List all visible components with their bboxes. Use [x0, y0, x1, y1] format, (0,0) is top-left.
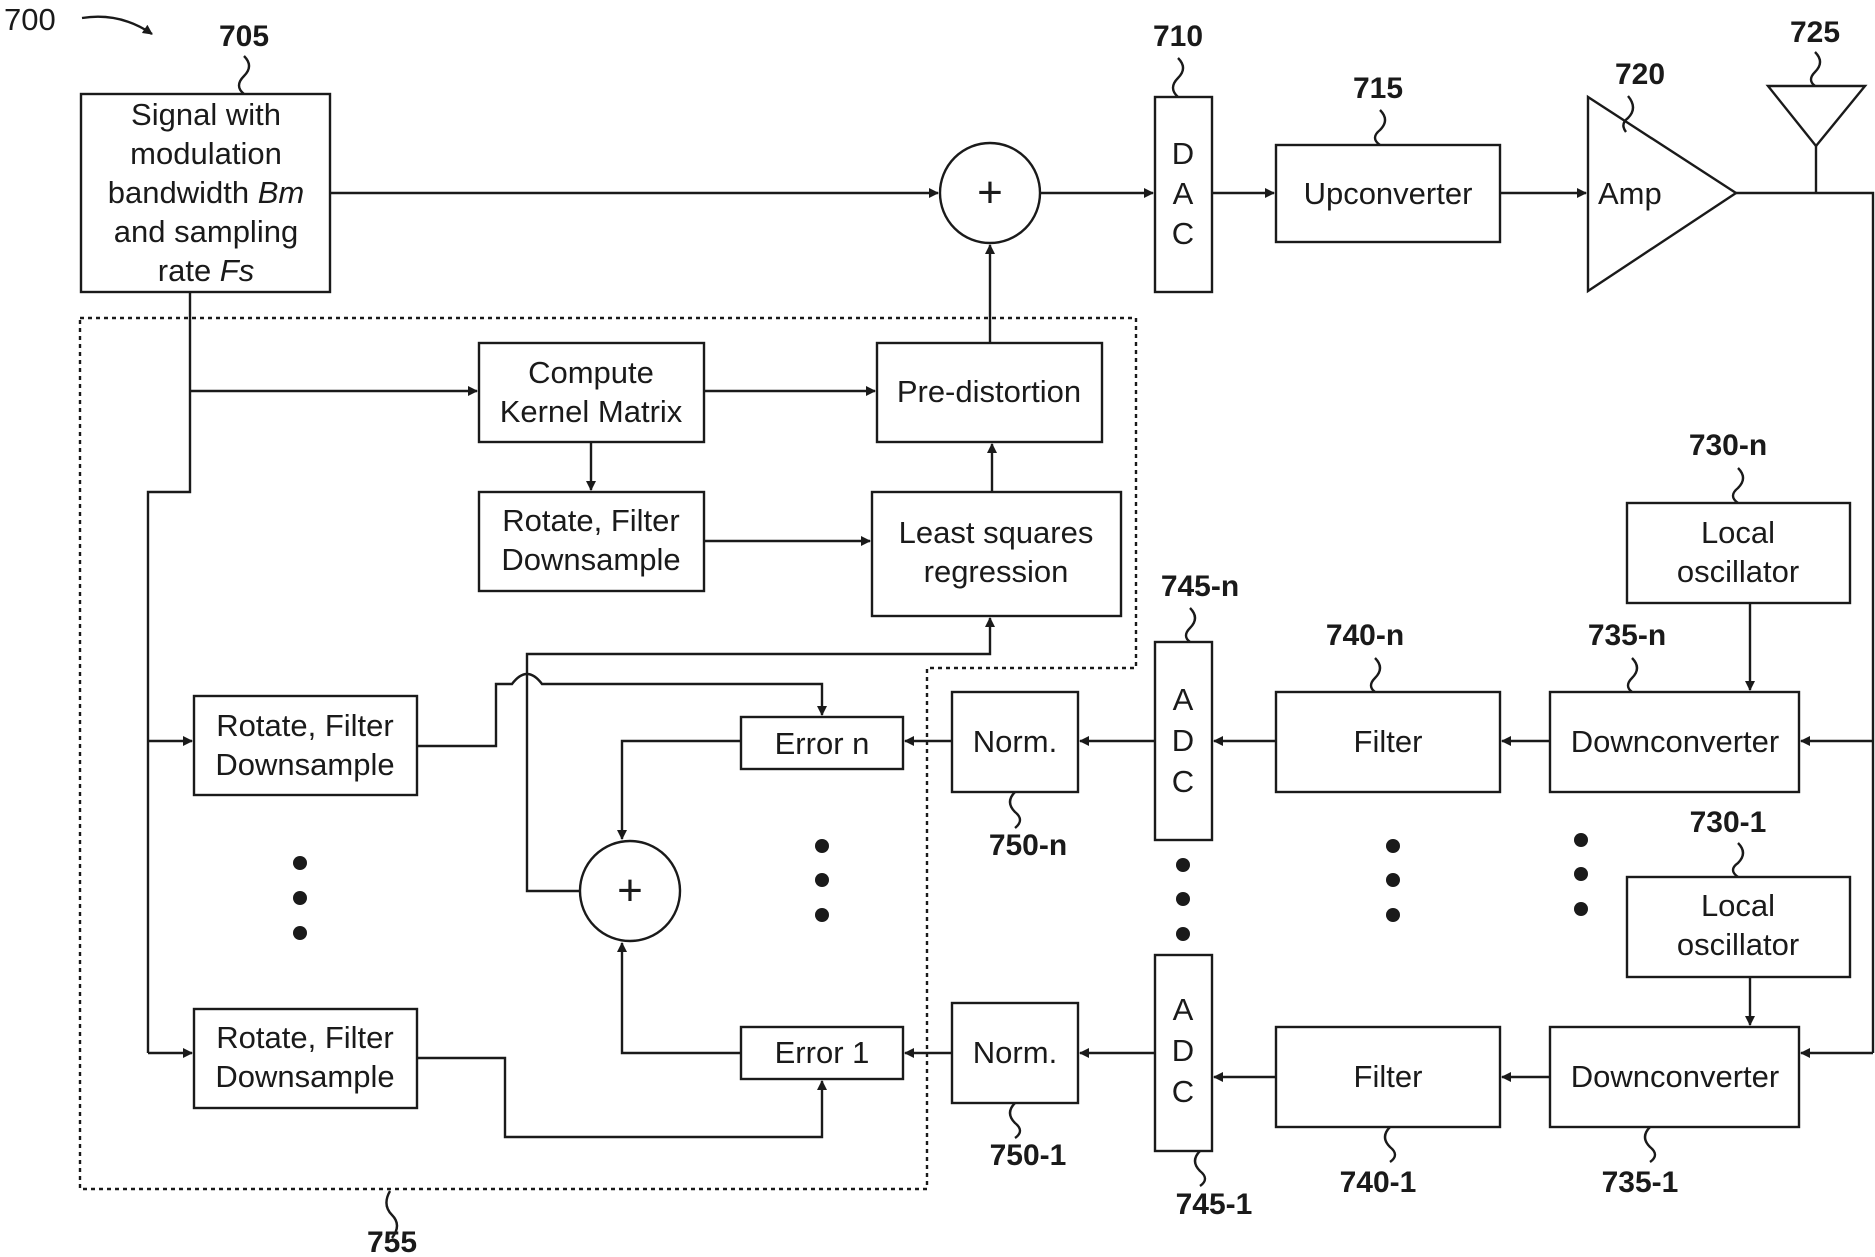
lo-n-line2: oscillator	[1677, 554, 1799, 589]
upconverter-label: Upconverter	[1304, 176, 1473, 211]
adc-1-letter-c: C	[1172, 1074, 1194, 1109]
ellipsis-dots-filter	[1386, 839, 1400, 922]
ref-leader-715	[1375, 110, 1385, 145]
adc-n-letter-c: C	[1172, 764, 1194, 799]
lo-1-line2: oscillator	[1677, 927, 1799, 962]
ellipsis-dots-error	[815, 839, 829, 922]
rfd-1-line2: Downsample	[215, 1059, 394, 1094]
ref-leader-735-1	[1645, 1127, 1655, 1162]
filter-n-label: Filter	[1354, 724, 1423, 759]
ref-leader-730-n	[1733, 468, 1743, 503]
top-sum-symbol: +	[977, 168, 1003, 217]
ref-leader-745-1	[1195, 1151, 1205, 1186]
wire-error-n-to-sum	[622, 741, 741, 839]
amp-label: Amp	[1598, 176, 1662, 211]
ref-leader-750-n	[1010, 792, 1020, 828]
pre-distortion-label: Pre-distortion	[897, 374, 1081, 409]
ref-leader-710	[1173, 58, 1183, 97]
ellipsis-dots-adc	[1176, 858, 1190, 941]
dac-letter-c: C	[1172, 216, 1194, 251]
rfd-n-line2: Downsample	[215, 747, 394, 782]
ref-730-1: 730-1	[1690, 806, 1767, 839]
ref-725: 725	[1790, 16, 1840, 49]
rfd-1-line1: Rotate, Filter	[216, 1020, 393, 1055]
figure-number: 700	[4, 2, 56, 37]
dac-letter-a: A	[1173, 176, 1194, 211]
kernel-label-line2: Kernel Matrix	[500, 394, 683, 429]
error-1-label: Error 1	[775, 1035, 870, 1070]
filter-1-label: Filter	[1354, 1059, 1423, 1094]
downconverter-n-label: Downconverter	[1571, 724, 1779, 759]
ref-750-1: 750-1	[990, 1139, 1067, 1172]
ref-leader-730-1	[1733, 843, 1743, 877]
ls-label-line1: Least squares	[899, 515, 1094, 550]
ref-755: 755	[367, 1226, 417, 1257]
ref-leader-735-n	[1628, 658, 1637, 692]
antenna-icon	[1768, 86, 1865, 146]
ref-705: 705	[219, 20, 269, 53]
ref-740-n: 740-n	[1326, 619, 1404, 652]
rfd-top-line2: Downsample	[501, 542, 680, 577]
ellipsis-dots-downconverter	[1574, 833, 1588, 916]
ref-740-1: 740-1	[1340, 1166, 1417, 1199]
ref-leader-705	[239, 56, 249, 94]
ref-735-n: 735-n	[1588, 619, 1666, 652]
kernel-label-line1: Compute	[528, 355, 654, 390]
ref-leader-740-1	[1385, 1127, 1395, 1162]
ref-leader-740-n	[1371, 658, 1380, 692]
signal-label-line4: and sampling	[114, 214, 298, 249]
downconverter-1-label: Downconverter	[1571, 1059, 1779, 1094]
adc-n-letter-a: A	[1173, 682, 1194, 717]
bottom-sum-symbol: +	[617, 866, 643, 915]
signal-label-line5: rate Fs	[158, 253, 254, 288]
adc-1-letter-a: A	[1173, 992, 1194, 1027]
signal-label-line1: Signal with	[131, 97, 281, 132]
adc-n-letter-d: D	[1172, 723, 1194, 758]
ref-745-1: 745-1	[1176, 1188, 1253, 1221]
ref-leader-750-1	[1010, 1103, 1020, 1138]
signal-label-line2: modulation	[130, 136, 282, 171]
ref-750-n: 750-n	[989, 829, 1067, 862]
norm-n-label: Norm.	[973, 724, 1057, 759]
ls-label-line2: regression	[924, 554, 1069, 589]
dac-letter-d: D	[1172, 136, 1194, 171]
ref-leader-725	[1811, 52, 1820, 86]
wire-error-1-to-sum	[622, 943, 741, 1053]
rfd-n-line1: Rotate, Filter	[216, 708, 393, 743]
lo-1-line1: Local	[1701, 888, 1775, 923]
ref-720: 720	[1615, 58, 1665, 91]
norm-1-label: Norm.	[973, 1035, 1057, 1070]
adc-1-letter-d: D	[1172, 1033, 1194, 1068]
ref-leader-745-n	[1186, 608, 1195, 642]
lo-n-line1: Local	[1701, 515, 1775, 550]
signal-label-line3: bandwidth Bm	[108, 175, 304, 210]
ref-745-n: 745-n	[1161, 570, 1239, 603]
ref-735-1: 735-1	[1602, 1166, 1679, 1199]
error-n-label: Error n	[775, 726, 870, 761]
figure-pointer-arrow	[82, 17, 152, 34]
ref-710: 710	[1153, 20, 1203, 53]
wire-signal-bus-vertical	[148, 292, 190, 1053]
rfd-top-line1: Rotate, Filter	[502, 503, 679, 538]
ref-730-n: 730-n	[1689, 429, 1767, 462]
ref-715: 715	[1353, 72, 1403, 105]
ellipsis-dots-rfd	[293, 856, 307, 940]
